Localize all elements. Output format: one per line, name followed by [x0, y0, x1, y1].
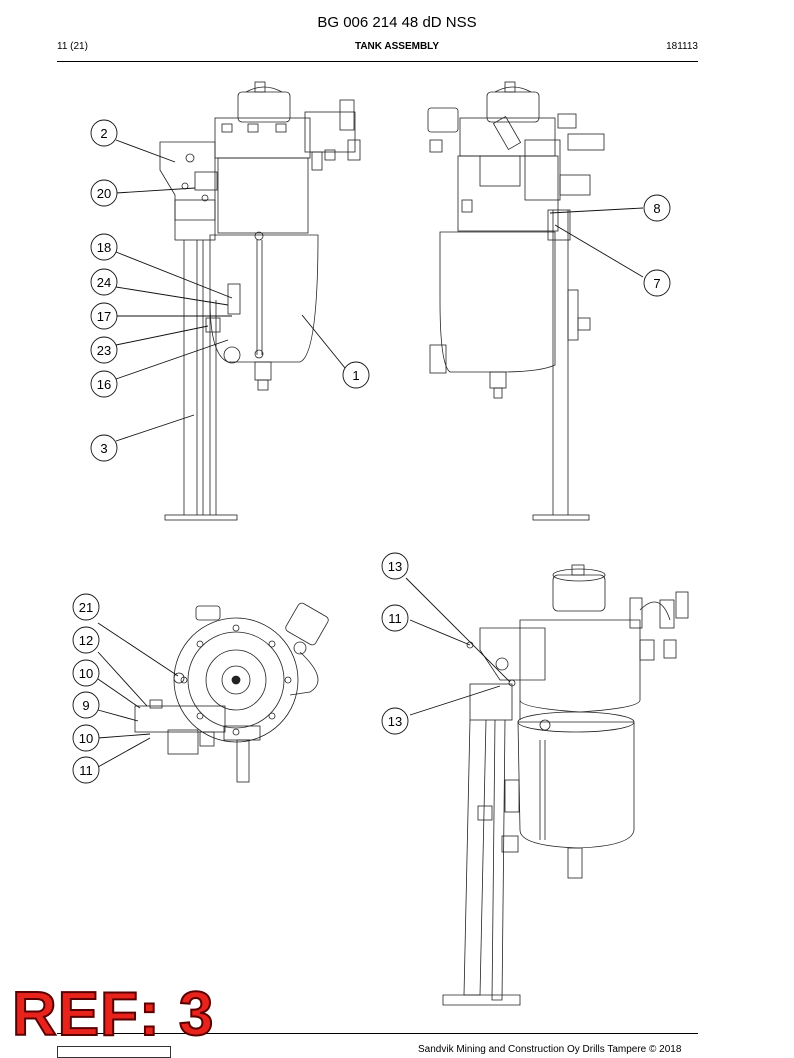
callout-12: 12	[72, 626, 100, 654]
callout-bubbles: 2 20 18 24 17 23 16 3 1 8 7 21 12 10 9 1…	[72, 119, 671, 784]
callout-24: 24	[90, 268, 118, 296]
svg-text:18: 18	[97, 240, 111, 255]
document-number: BG 006 214 48 dD NSS	[317, 14, 477, 31]
svg-text:10: 10	[79, 731, 93, 746]
svg-text:13: 13	[388, 714, 402, 729]
callout-2: 2	[90, 119, 118, 147]
callout-10-upper: 10	[72, 659, 100, 687]
callout-21: 21	[72, 593, 100, 621]
footer-copyright: Sandvik Mining and Construction Oy Drill…	[418, 1044, 682, 1055]
callout-10-lower: 10	[72, 724, 100, 752]
front-view	[159, 81, 361, 521]
callout-11-right: 11	[381, 604, 409, 632]
callout-13-lower: 13	[381, 707, 409, 735]
callout-7: 7	[643, 269, 671, 297]
callout-1: 1	[342, 361, 370, 389]
callout-20: 20	[90, 179, 118, 207]
callout-9: 9	[72, 691, 100, 719]
callout-8: 8	[643, 194, 671, 222]
date-code: 181113	[666, 41, 698, 52]
callout-11-left: 11	[72, 756, 100, 784]
side-view	[427, 81, 605, 521]
svg-text:17: 17	[97, 309, 111, 324]
callout-13-upper: 13	[381, 552, 409, 580]
svg-text:11: 11	[79, 763, 93, 778]
callout-3: 3	[90, 434, 118, 462]
page-number: 11 (21)	[57, 41, 88, 52]
svg-text:10: 10	[79, 666, 93, 681]
top-view	[134, 602, 329, 783]
svg-text:12: 12	[79, 633, 93, 648]
header-rule	[57, 61, 698, 62]
page-title: TANK ASSEMBLY	[354, 41, 440, 52]
svg-text:3: 3	[100, 441, 107, 456]
svg-text:23: 23	[97, 343, 111, 358]
svg-text:9: 9	[82, 698, 89, 713]
leader-lines	[97, 139, 644, 768]
svg-text:1: 1	[352, 368, 359, 383]
callout-18: 18	[90, 233, 118, 261]
svg-text:24: 24	[97, 275, 111, 290]
footer-rule	[57, 1033, 698, 1034]
svg-text:11: 11	[388, 611, 402, 626]
svg-text:7: 7	[653, 276, 660, 291]
svg-text:16: 16	[97, 377, 111, 392]
callout-23: 23	[90, 336, 118, 364]
isometric-view	[442, 564, 689, 1006]
svg-text:20: 20	[97, 186, 111, 201]
svg-text:13: 13	[388, 559, 402, 574]
ref-stamp: REF: 3	[11, 980, 215, 1049]
callout-17: 17	[90, 302, 118, 330]
svg-text:2: 2	[100, 126, 107, 141]
svg-text:8: 8	[653, 201, 660, 216]
callout-16: 16	[90, 370, 118, 398]
svg-text:21: 21	[79, 600, 93, 615]
